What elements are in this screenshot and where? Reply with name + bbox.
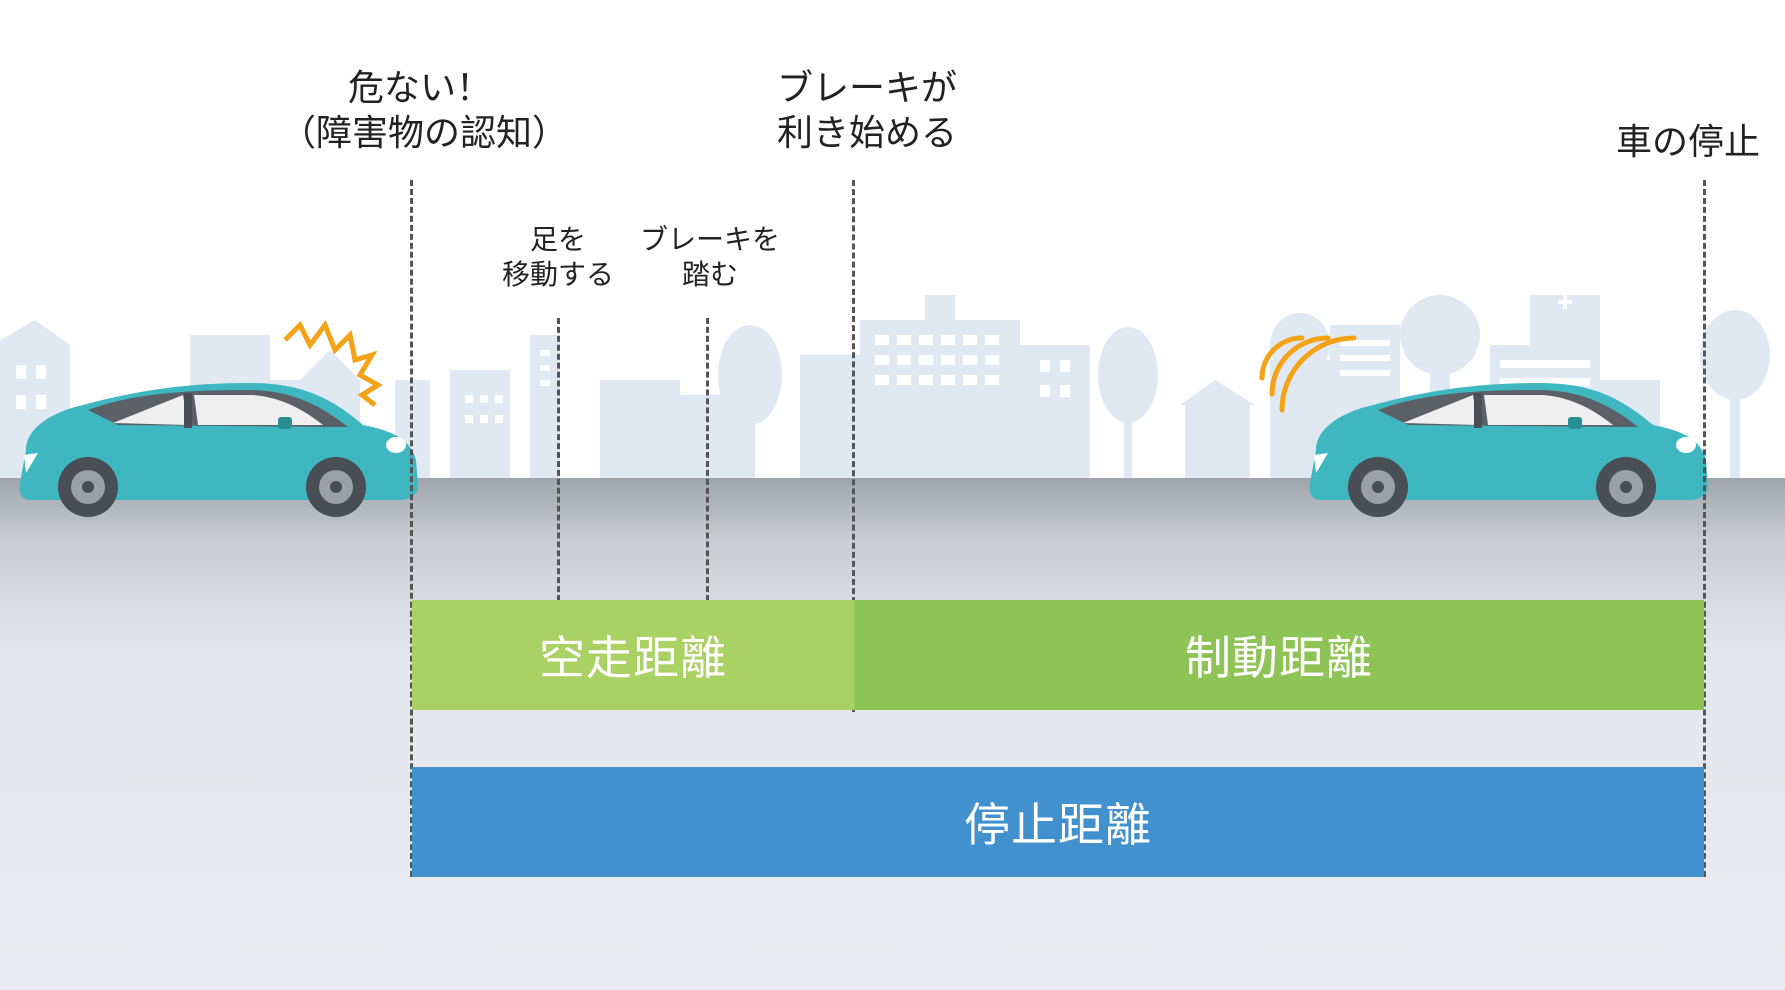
car-icon <box>1309 383 1708 517</box>
label-danger-line1: 危ない！ <box>347 68 492 109</box>
label-brake-start: ブレーキが 利き始める <box>742 66 992 156</box>
bar-stopping-label: 停止距離 <box>964 798 1152 852</box>
bar-stopping-distance: 停止距離 <box>412 767 1704 877</box>
label-brake-start-line1: ブレーキが <box>776 68 957 109</box>
bar-braking-label: 制動距離 <box>1185 631 1373 685</box>
alert-burst-icon <box>283 319 383 407</box>
road <box>0 478 1785 990</box>
label-car-stop-text: 車の停止 <box>1615 122 1760 163</box>
dashed-line-perception <box>410 180 413 877</box>
dashed-line-brake-start <box>852 180 855 712</box>
label-danger-perception: 危ない！ （障害物の認知） <box>280 66 569 156</box>
label-car-stop: 車の停止 <box>1598 120 1778 165</box>
label-danger-line2: （障害物の認知） <box>280 113 569 154</box>
bar-braking-distance: 制動距離 <box>854 600 1704 710</box>
dashed-line-move-foot <box>557 318 560 601</box>
brake-signal-icon <box>1259 335 1357 413</box>
car-icon <box>19 383 419 517</box>
label-move-foot: 足を 移動する <box>468 222 648 292</box>
label-press-brake-line1: ブレーキを <box>639 223 780 256</box>
bar-free-running-label: 空走距離 <box>539 631 727 685</box>
dashed-line-press-brake <box>706 318 709 601</box>
label-press-brake-line2: 踏む <box>681 258 738 291</box>
label-press-brake: ブレーキを 踏む <box>620 222 800 292</box>
dashed-line-car-stop <box>1703 180 1706 877</box>
building-windows <box>16 295 1590 423</box>
bar-free-running-distance: 空走距離 <box>412 600 854 710</box>
label-move-foot-line2: 移動する <box>501 258 614 291</box>
label-brake-start-line2: 利き始める <box>776 113 957 154</box>
label-move-foot-line1: 足を <box>529 223 586 256</box>
